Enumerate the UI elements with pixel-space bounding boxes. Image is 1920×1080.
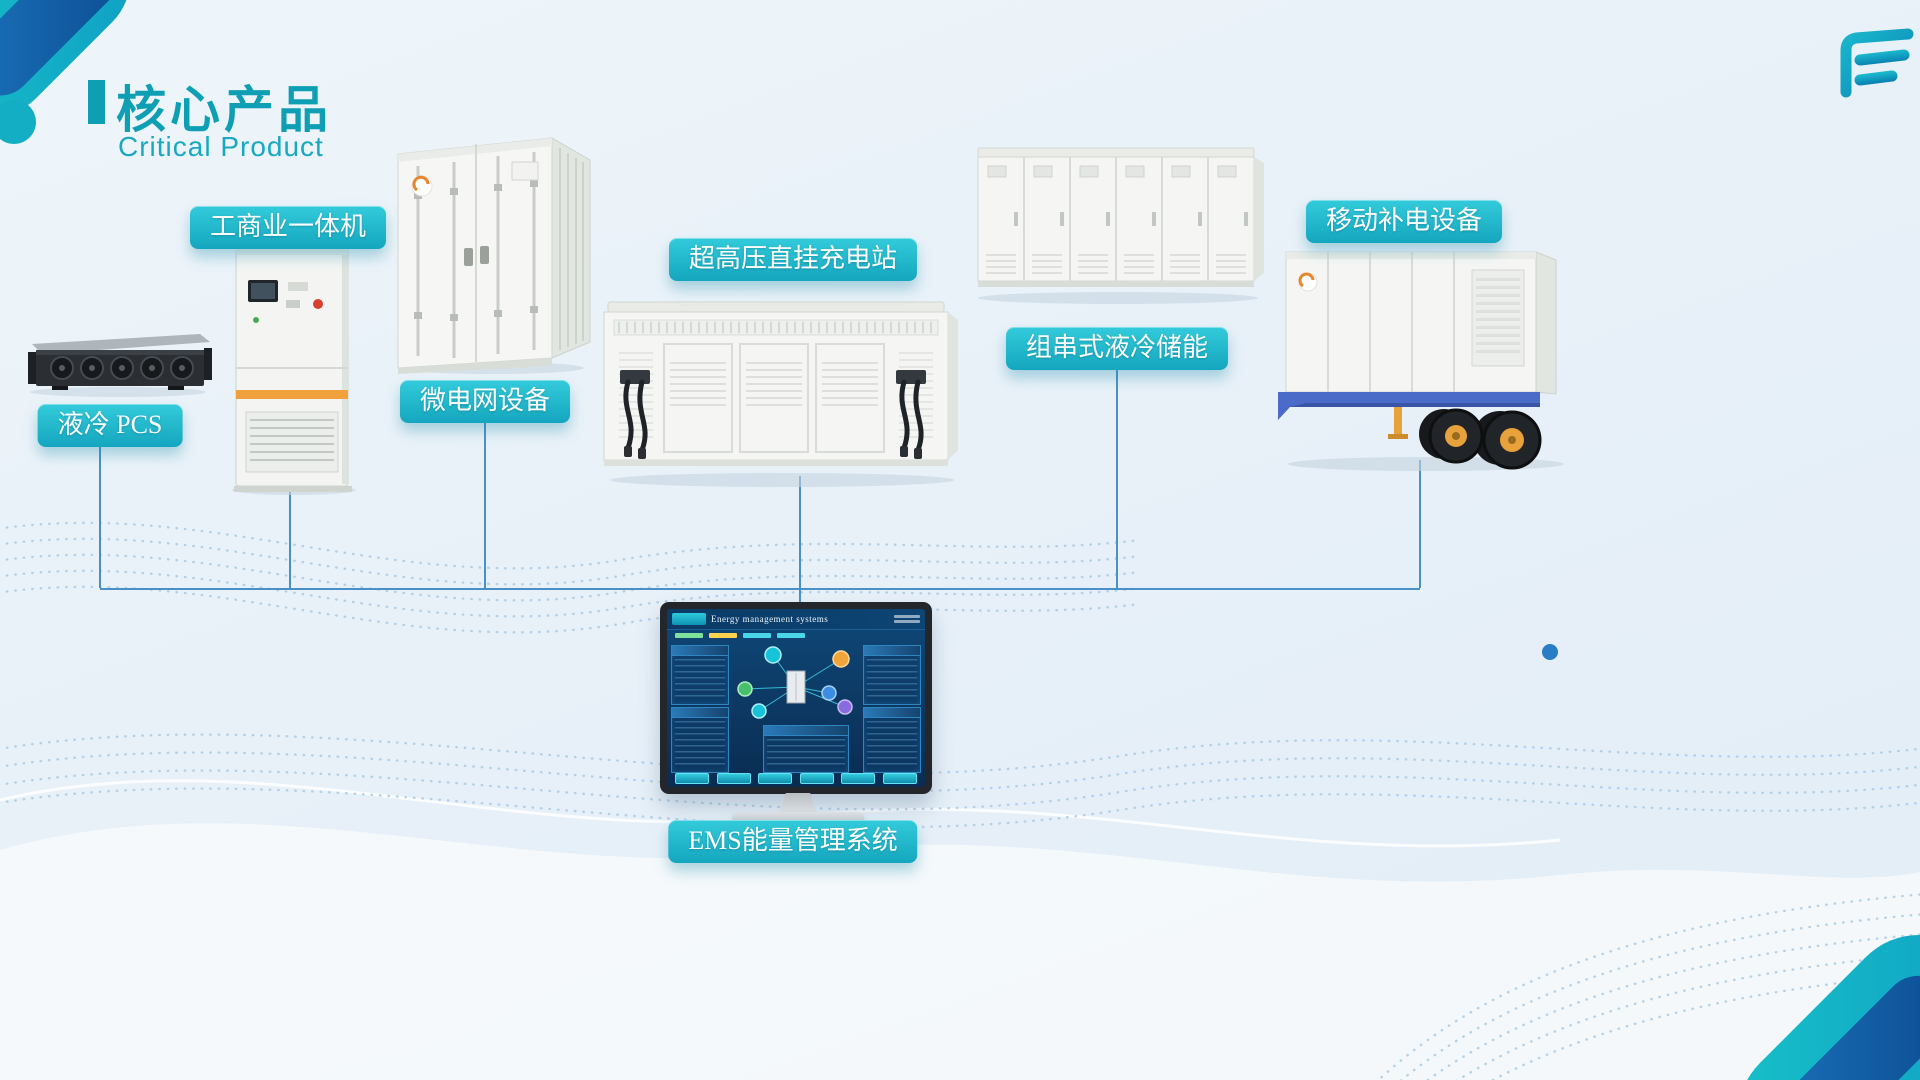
ems-panel-right-bottom: [863, 707, 921, 773]
product-label-all-in-one: 工商业一体机: [189, 206, 387, 249]
monitor-screen: Energy management systems: [667, 609, 925, 787]
corner-dot-teal: [0, 100, 36, 144]
ems-datetime-display: [894, 615, 920, 623]
connector-microgrid: [484, 418, 486, 588]
ems-status-row: [675, 633, 805, 638]
ems-screen-button: [675, 773, 709, 784]
company-logo-icon: [1840, 28, 1914, 98]
ems-header-bar: Energy management systems: [667, 609, 925, 630]
connector-ems: [799, 588, 801, 614]
product-label-charging-station: 超高压直挂充电站: [668, 238, 918, 281]
ems-monitor: Energy management systems: [660, 602, 932, 794]
product-label-mobile-power: 移动补电设备: [1305, 200, 1503, 243]
status-chip: [777, 633, 805, 638]
page-title: 核心产品: [116, 82, 332, 138]
monitor-stand-neck: [779, 793, 817, 814]
ems-screen-button: [716, 773, 751, 784]
ems-panel-center-bottom: [763, 725, 849, 773]
ems-screen-button: [841, 773, 876, 784]
ems-screen-title: Energy management systems: [711, 614, 829, 624]
product-label-string-storage: 组串式液冷储能: [1005, 327, 1229, 370]
ems-panel-left-top: [671, 645, 729, 705]
connector-bus: [100, 588, 1420, 590]
product-label-microgrid: 微电网设备: [399, 380, 571, 423]
ems-screen-button: [882, 773, 917, 784]
ems-screen-button: [758, 773, 793, 784]
string-storage-image: [977, 147, 1264, 304]
status-chip: [675, 633, 703, 638]
page-subtitle: Critical Product: [118, 131, 324, 162]
pcs-unit-image: [28, 334, 212, 397]
product-label-ems: EMS能量管理系统: [668, 820, 918, 863]
accent-dot-right-edge: [1542, 644, 1558, 660]
connector-string-storage: [1116, 365, 1118, 588]
ems-flow-diagram: [737, 646, 853, 719]
ems-panel-left-bottom: [671, 707, 729, 773]
connector-charging-station: [799, 476, 801, 588]
connector-all-in-one: [289, 492, 291, 588]
connector-pcs: [99, 446, 101, 588]
ems-panel-right-top: [863, 645, 921, 705]
ems-button-row: [675, 773, 917, 784]
all-in-one-cabinet-image: [232, 247, 356, 495]
title-accent-bar: [88, 80, 105, 124]
connector-mobile-power: [1419, 460, 1421, 588]
ems-screen-button: [799, 773, 834, 784]
charging-station-image: [603, 301, 958, 487]
microgrid-container-image: [397, 137, 591, 374]
mobile-power-trailer-image: [1278, 251, 1564, 471]
status-chip: [709, 633, 737, 638]
product-label-pcs: 液冷 PCS: [37, 404, 183, 447]
ems-app-logo-icon: [672, 613, 706, 625]
status-chip: [743, 633, 771, 638]
